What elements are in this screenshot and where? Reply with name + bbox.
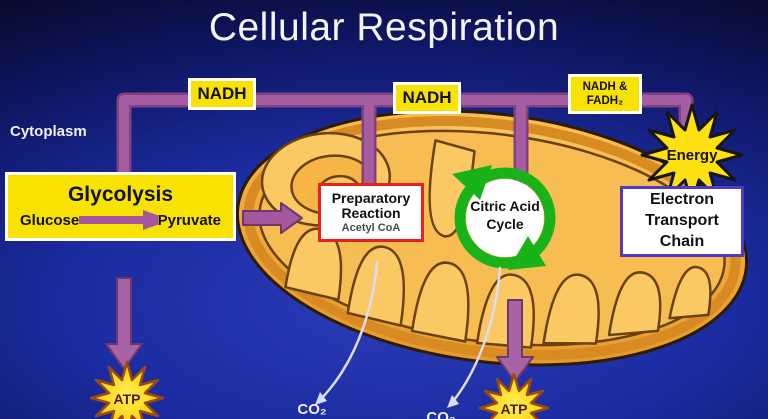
atp-label-glycolysis: ATP (113, 391, 141, 407)
glycolysis-atp-arrow (105, 277, 143, 370)
co2-arrow-right (448, 266, 502, 407)
co2-arrowhead-right (447, 395, 459, 408)
co2-arrows (320, 260, 502, 407)
atp-label-citric: ATP (500, 401, 528, 417)
co2-arrow-left (320, 260, 379, 400)
acetyl-coa-label: Acetyl CoA (341, 222, 401, 235)
glucose-to-pyruvate-arrow (79, 210, 158, 230)
preparatory-reaction-box: Preparatory Reaction Acetyl CoA (318, 183, 424, 242)
energy-label: Energy (666, 147, 718, 164)
co2-label-citric: CO₂ (426, 409, 456, 419)
atp-starburst-left (89, 360, 165, 419)
co2-label-prep: CO₂ (297, 401, 327, 418)
glycolysis-box: Glycolysis Glucose Pyruvate (5, 172, 236, 241)
cycle-arrowhead-bottom (508, 236, 546, 270)
page-title: Cellular Respiration (208, 6, 560, 49)
glucose-label: Glucose (20, 211, 80, 229)
cytoplasm-label: Cytoplasm (10, 123, 87, 140)
atp-starburst-right (478, 372, 550, 419)
pyruvate-label: Pyruvate (157, 211, 221, 229)
glycolysis-title: Glycolysis (67, 183, 174, 206)
citric-acid-cycle-label: Citric Acid Cycle (470, 198, 540, 233)
cycle-arrowhead-top (452, 165, 492, 200)
preparatory-reaction-title: Preparatory Reaction (331, 189, 411, 221)
nadh-box-1: NADH (188, 78, 256, 110)
cristae (284, 139, 712, 349)
pyruvate-to-prep-arrow (242, 202, 303, 234)
electron-transport-chain-box: Electron Transport Chain (620, 186, 744, 257)
co2-arrowhead-left (315, 392, 327, 405)
citric-atp-arrow (496, 299, 534, 383)
citric-cycle-ring (452, 165, 556, 270)
nadh-box-2: NADH (393, 82, 461, 114)
nadh-fadh2-box: NADH & FADH₂ (568, 74, 642, 114)
